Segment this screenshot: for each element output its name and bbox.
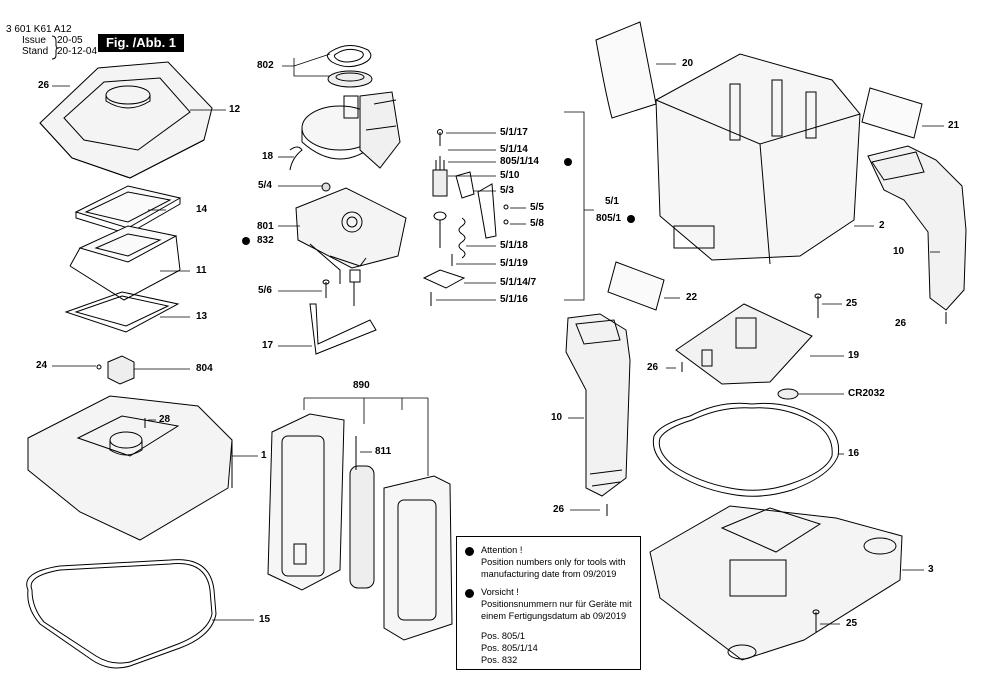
- pos-832: Pos. 832: [481, 655, 518, 665]
- callout-25-bottom: 25: [846, 618, 858, 629]
- flex-cable-part: [309, 303, 377, 355]
- callout-11: 11: [196, 265, 207, 276]
- issue-label: Issue: [22, 35, 46, 46]
- callout-5-1-14: 5/1/14: [500, 144, 528, 155]
- callout-805-1: 805/1: [596, 213, 622, 224]
- callout-5-1-19: 5/1/19: [500, 258, 528, 269]
- callout-19: 19: [848, 350, 860, 361]
- callout-24: 24: [36, 360, 48, 371]
- callout-890: 890: [353, 380, 370, 391]
- battery-cover-part: [383, 475, 453, 641]
- callout-5-10: 5/10: [500, 170, 520, 181]
- callout-5-5: 5/5: [530, 202, 544, 213]
- screw-25-bottom: [812, 609, 820, 632]
- battery-holder-part: [267, 413, 345, 591]
- callout-21: 21: [948, 120, 960, 131]
- callout-28: 28: [159, 414, 171, 425]
- callout-22: 22: [686, 292, 698, 303]
- label-sheet-part: [595, 21, 657, 119]
- callout-10-right: 10: [893, 246, 905, 257]
- handle-right-part: [867, 145, 967, 324]
- circuit-board-part: [295, 187, 407, 306]
- housing-cap-part: [69, 225, 181, 301]
- callout-5-8: 5/8: [530, 218, 544, 229]
- callout-5-6: 5/6: [258, 285, 272, 296]
- pcb-19-part: [675, 303, 813, 385]
- callout-811: 811: [375, 446, 392, 457]
- coin-cell: [777, 388, 799, 400]
- callout-13: 13: [196, 311, 208, 322]
- screw-25-top: [814, 293, 822, 318]
- screw-part: [322, 279, 330, 298]
- vorsicht-text-2: einem Fertigungsdatum ab 09/2019: [481, 611, 627, 621]
- stand-value: 20-12-04: [57, 46, 98, 57]
- callout-5-1: 5/1: [605, 196, 619, 207]
- callout-15: 15: [259, 614, 271, 625]
- callout-20: 20: [682, 58, 694, 69]
- callout-5-1-14-7: 5/1/14/7: [500, 277, 537, 288]
- top-cover-part: [39, 61, 213, 179]
- callout-804: 804: [196, 363, 213, 374]
- figure-label: Fig. /Abb. 1: [98, 34, 184, 52]
- issue-value: 20-05: [57, 35, 83, 46]
- callout-cr2032: CR2032: [848, 388, 885, 399]
- bottom-housing-part: [649, 505, 903, 661]
- callout-12: 12: [229, 104, 241, 115]
- vorsicht-text-1: Positionsnummern nur für Geräte mit: [481, 599, 632, 609]
- battery-cell-part: [349, 436, 375, 589]
- leader-lines: [52, 53, 944, 625]
- callout-26-bottom: 26: [553, 504, 565, 515]
- callout-5-1-17: 5/1/17: [500, 127, 528, 138]
- base-housing-part: [27, 395, 233, 541]
- callout-802: 802: [257, 60, 274, 71]
- callout-10-middle: 10: [551, 412, 563, 423]
- callout-1: 1: [261, 450, 267, 461]
- gasket-square-part: [64, 291, 180, 333]
- attention-text-2: manufacturing date from 09/2019: [481, 569, 617, 579]
- callout-25-top: 25: [846, 298, 858, 309]
- callout-5-4: 5/4: [258, 180, 272, 191]
- callout-26-pcb: 26: [647, 362, 659, 373]
- callout-14: 14: [196, 204, 208, 215]
- callout-16: 16: [848, 448, 860, 459]
- pos-805-1-14: Pos. 805/1/14: [481, 643, 538, 653]
- mechanism-parts: [422, 129, 509, 306]
- callout-805-1-14: 805/1/14: [500, 156, 539, 167]
- callout-2: 2: [879, 220, 885, 231]
- callout-26-top-cover: 26: [38, 80, 50, 91]
- attention-title: Attention !: [481, 545, 523, 555]
- gasket-large-part: [26, 559, 217, 669]
- callout-18: 18: [262, 151, 274, 162]
- motor-assembly-part: [289, 91, 401, 171]
- bullet-icon: [465, 547, 474, 556]
- handle-left-part: [565, 313, 631, 516]
- callout-3: 3: [928, 564, 934, 575]
- bullet-icon: [465, 589, 474, 598]
- callout-17: 17: [262, 340, 274, 351]
- pos-805-1: Pos. 805/1: [481, 631, 525, 641]
- callout-5-1-16: 5/1/16: [500, 294, 528, 305]
- attention-note: Attention ! Position numbers only for to…: [456, 536, 641, 670]
- part-number: 3 601 K61 A12: [6, 24, 72, 35]
- callout-801: 801: [257, 221, 274, 232]
- main-housing-part: [655, 53, 861, 265]
- callout-5-3: 5/3: [500, 185, 514, 196]
- button-part: [96, 355, 135, 385]
- gasket-16-part: [652, 402, 840, 497]
- callout-26-right: 26: [895, 318, 907, 329]
- stand-label: Stand: [22, 46, 49, 57]
- callout-832: 832: [257, 235, 274, 246]
- label-sheet-small-part: [607, 87, 923, 311]
- attention-text-1: Position numbers only for tools with: [481, 557, 626, 567]
- callout-5-1-18: 5/1/18: [500, 240, 528, 251]
- vorsicht-title: Vorsicht !: [481, 587, 519, 597]
- seal-ring-part: [326, 45, 373, 88]
